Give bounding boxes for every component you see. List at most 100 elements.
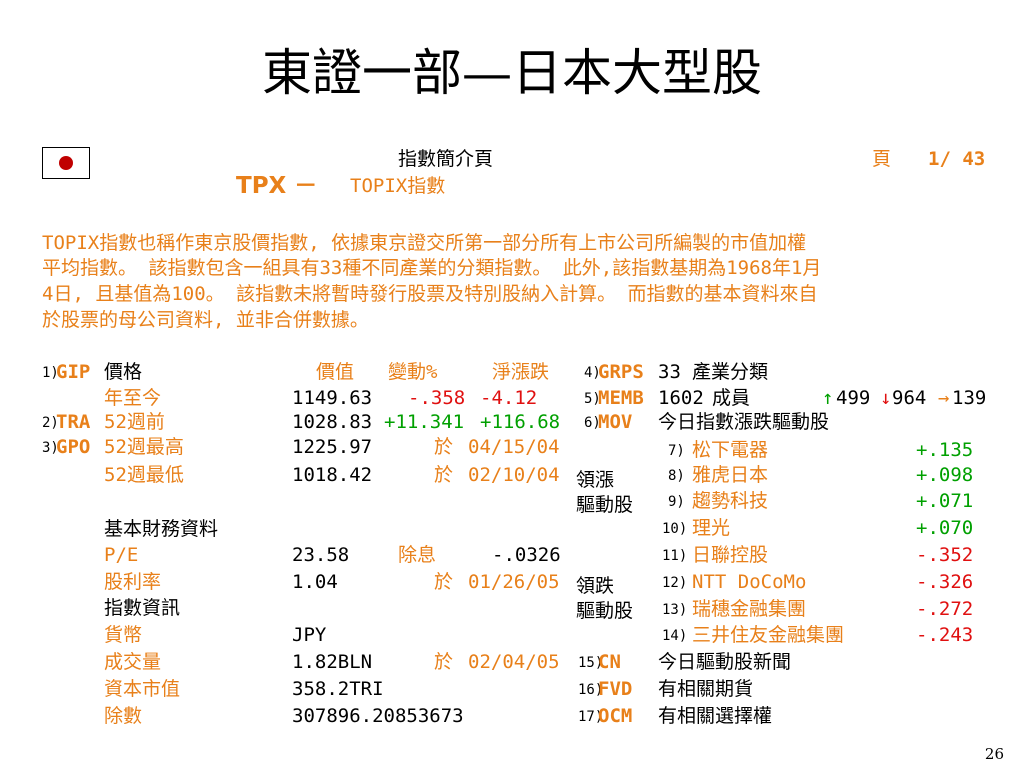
wk52low-date: 02/10/04 xyxy=(468,464,560,486)
ytd-pct: -.358 xyxy=(408,387,466,409)
grps-count: 33 xyxy=(658,361,681,383)
mover-3-num: 9) xyxy=(668,494,685,510)
mover-5-name-link[interactable]: 日聯控股 xyxy=(692,544,769,566)
mover-2-num: 8) xyxy=(668,468,685,484)
mktcap-label: 資本市值 xyxy=(104,678,181,700)
col-net-change-header: 淨漲跌 xyxy=(492,361,550,383)
cmd-memb-link[interactable]: MEMB xyxy=(598,387,644,409)
mover-1-num: 7) xyxy=(668,443,685,459)
wk52low-on: 於 xyxy=(434,464,454,486)
mover-6-num: 12) xyxy=(662,575,688,591)
cmd-2-num: 2) xyxy=(42,415,59,431)
mover-3-name-link[interactable]: 趨勢科技 xyxy=(692,490,769,512)
wk52ago-net: +116.68 xyxy=(480,411,561,433)
down-count: 964 xyxy=(892,387,927,409)
pe-label: P/E xyxy=(104,544,139,566)
fvd-label: 有相關期貨 xyxy=(658,678,754,700)
cmd-16-num: 16) xyxy=(578,682,604,698)
leaders-label-1: 領漲 xyxy=(576,469,615,491)
mktcap-value: 358.2TRI xyxy=(292,678,384,700)
cmd-tra-link[interactable]: TRA xyxy=(56,411,91,433)
exdiv-value: -.0326 xyxy=(492,544,561,566)
currency-value: JPY xyxy=(292,624,327,646)
wk52high-value: 1225.97 xyxy=(292,436,373,458)
price-label: 價格 xyxy=(104,361,143,383)
memb-label: 成員 xyxy=(712,387,751,409)
up-arrow-icon: ↑ xyxy=(822,387,834,409)
wk52low-value: 1018.42 xyxy=(292,464,373,486)
mover-7-name-link[interactable]: 瑞穗金融集團 xyxy=(692,598,807,620)
cmd-mov-link[interactable]: MOV xyxy=(598,411,633,433)
divisor-value: 307896.20853673 xyxy=(292,705,464,727)
exdiv-label: 除息 xyxy=(398,544,437,566)
pe-value: 23.58 xyxy=(292,544,350,566)
mover-3-change: +.071 xyxy=(916,490,974,512)
col-value-header: 價值 xyxy=(316,361,355,383)
mover-8-name-link[interactable]: 三井住友金融集團 xyxy=(692,624,845,646)
wk52high-on: 於 xyxy=(434,436,454,458)
divisor-label: 除數 xyxy=(104,705,143,727)
mover-8-num: 14) xyxy=(662,628,688,644)
volume-label: 成交量 xyxy=(104,651,162,673)
down-arrow-icon: ↓ xyxy=(880,387,892,409)
mover-2-change: +.098 xyxy=(916,464,974,486)
yield-on: 於 xyxy=(434,571,454,593)
cmd-3-num: 3) xyxy=(42,440,59,456)
cn-label: 今日驅動股新聞 xyxy=(658,651,792,673)
mover-4-change: +.070 xyxy=(916,517,974,539)
mover-6-change: -.326 xyxy=(916,571,974,593)
laggards-label-1: 領跌 xyxy=(576,575,615,597)
slide-page-number: 26 xyxy=(984,745,1004,763)
currency-label: 貨幣 xyxy=(104,624,143,646)
index-info-heading: 指數資訊 xyxy=(104,597,181,619)
wk52high-label: 52週最高 xyxy=(104,436,184,458)
mover-4-name-link[interactable]: 理光 xyxy=(692,517,731,539)
fundamentals-heading: 基本財務資料 xyxy=(104,518,219,540)
volume-date: 02/04/05 xyxy=(468,651,560,673)
page-count: 1/ 43 xyxy=(928,148,986,170)
ytd-value: 1149.63 xyxy=(292,387,373,409)
slide-title: 東證一部—日本大型股 xyxy=(262,44,762,102)
cmd-5-num: 5) xyxy=(584,391,601,407)
yield-label: 股利率 xyxy=(104,571,162,593)
mover-2-name-link[interactable]: 雅虎日本 xyxy=(692,464,769,486)
col-change-pct-header: 變動% xyxy=(388,361,438,383)
page-title: 指數簡介頁 xyxy=(398,148,494,170)
mover-5-num: 11) xyxy=(662,548,688,564)
grps-label: 產業分類 xyxy=(692,361,769,383)
mov-label: 今日指數漲跌驅動股 xyxy=(658,411,830,433)
description-line-2: 平均指數。 該指數包含一組具有33種不同產業的分類指數。 此外,該指數基期為19… xyxy=(42,257,822,279)
ticker: TPX － xyxy=(236,173,318,199)
mover-7-num: 13) xyxy=(662,602,688,618)
volume-on: 於 xyxy=(434,651,454,673)
mover-1-change: +.135 xyxy=(916,439,974,461)
mover-1-name-link[interactable]: 松下電器 xyxy=(692,439,769,461)
up-count: 499 xyxy=(836,387,871,409)
page-label: 頁 xyxy=(872,148,892,170)
cmd-fvd-link[interactable]: FVD xyxy=(598,678,633,700)
description-line-4: 於股票的母公司資料, 並非合併數據。 xyxy=(42,309,369,331)
cmd-gip-link[interactable]: GIP xyxy=(56,361,91,383)
description-line-3: 4日, 且基值為100。 該指數未將暫時發行股票及特別股納入計算。 而指數的基本… xyxy=(42,283,818,305)
cmd-gpo-link[interactable]: GPO xyxy=(56,436,91,458)
wk52ago-pct: +11.341 xyxy=(384,411,465,433)
cmd-17-num: 17) xyxy=(578,709,604,725)
cmd-cn-link[interactable]: CN xyxy=(598,651,621,673)
flat-arrow-icon: → xyxy=(938,387,950,409)
memb-count: 1602 xyxy=(658,387,704,409)
cmd-grps-link[interactable]: GRPS xyxy=(598,361,644,383)
mover-4-num: 10) xyxy=(662,521,688,537)
mover-7-change: -.272 xyxy=(916,598,974,620)
leaders-label-2: 驅動股 xyxy=(576,494,634,516)
ytd-label: 年至今 xyxy=(104,387,162,409)
flag-sun-icon xyxy=(59,156,73,170)
wk52ago-value: 1028.83 xyxy=(292,411,373,433)
cmd-ocm-link[interactable]: OCM xyxy=(598,705,633,727)
cmd-4-num: 4) xyxy=(584,365,601,381)
flat-count: 139 xyxy=(952,387,987,409)
mover-6-name-link[interactable]: NTT DoCoMo xyxy=(692,571,807,593)
ytd-net: -4.12 xyxy=(480,387,538,409)
cmd-15-num: 15) xyxy=(578,655,604,671)
ticker-name: TOPIX指數 xyxy=(350,175,446,197)
wk52low-label: 52週最低 xyxy=(104,464,184,486)
